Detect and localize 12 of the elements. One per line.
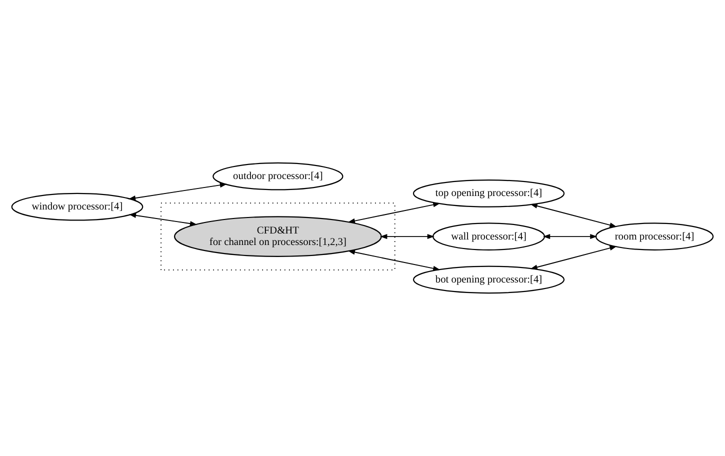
arrow [530,204,617,228]
arrow [348,202,440,224]
cluster [160,202,396,271]
node-ellipse: wall processor:[4] [432,222,546,250]
arrow [530,246,617,270]
arrow [348,250,440,271]
arrow [542,234,598,240]
arrow [380,234,434,240]
arrow [128,182,228,201]
node-ellipse: window processor:[4] [11,192,144,221]
arrow [128,213,198,226]
node-ellipse: outdoor processor:[4] [212,162,344,190]
